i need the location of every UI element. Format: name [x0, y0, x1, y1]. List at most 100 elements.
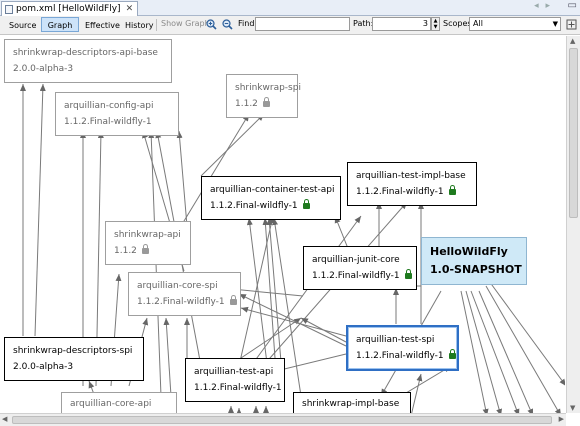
graph-node-arquillian-test-api[interactable]: arquillian-test-api 1.1.2.Final-wildfly-…	[185, 358, 285, 402]
lock-icon	[448, 349, 456, 359]
edge	[460, 290, 489, 413]
nav-arrows-icon[interactable]: ◂ ▸	[534, 1, 552, 11]
graph-node-shrinkwrap-descriptors-api-base[interactable]: shrinkwrap-descriptors-api-base 2.0.0-al…	[4, 39, 172, 83]
edge	[465, 290, 503, 413]
editor-tab-title: pom.xml [HelloWildFly]	[16, 4, 121, 14]
lock-icon	[229, 295, 237, 305]
graph-node-arquillian-core-api[interactable]: arquillian-core-api	[61, 392, 177, 413]
node-version: 2.0.0-alpha-3	[13, 64, 74, 74]
lock-icon	[404, 269, 412, 279]
restore-icon[interactable]: ▭	[567, 0, 577, 11]
scroll-up-icon[interactable]: ▲	[570, 37, 576, 45]
path-label: Path:	[353, 19, 374, 28]
node-artifact-name: shrinkwrap-spi	[235, 83, 301, 93]
path-depth-spinner[interactable]: ▲▼	[431, 17, 440, 31]
node-version: 1.1.2.Final-wildfly-1	[356, 187, 444, 197]
node-artifact-name: shrinkwrap-descriptors-spi	[13, 346, 133, 356]
node-artifact-name: arquillian-core-spi	[137, 281, 218, 291]
scopes-select[interactable]: All ▼	[469, 17, 561, 31]
scroll-down-icon[interactable]: ▼	[570, 404, 576, 412]
scroll-left-icon[interactable]: ◀	[2, 415, 8, 423]
graph-node-arquillian-test-spi[interactable]: arquillian-test-spi 1.1.2.Final-wildfly-…	[346, 325, 459, 371]
horizontal-scrollbar[interactable]: ◀ ▶	[0, 413, 566, 426]
find-input[interactable]	[255, 17, 350, 31]
vertical-scrollbar[interactable]: ▲ ▼	[566, 36, 580, 413]
node-version: 1.1.2	[235, 99, 258, 109]
node-artifact-name: arquillian-test-impl-base	[356, 171, 466, 181]
edge	[400, 365, 452, 397]
zoom-in-icon[interactable]	[206, 19, 217, 30]
scopes-label: Scopes:	[443, 19, 475, 28]
dependency-edges	[20, 83, 565, 413]
graph-node-root-project[interactable]: HelloWildFly 1.0-SNAPSHOT	[421, 237, 527, 285]
edge	[272, 217, 302, 397]
edge	[478, 290, 533, 413]
edge	[176, 130, 188, 227]
edge	[250, 215, 362, 367]
lock-icon	[262, 97, 270, 107]
node-artifact-name: arquillian-container-test-api	[210, 185, 335, 195]
node-artifact-name: arquillian-test-api	[194, 367, 274, 377]
node-version: 1.1.2.Final-wildfly-1	[64, 117, 152, 127]
node-version: 1.1.2	[114, 246, 137, 256]
graph-node-shrinkwrap-spi[interactable]: shrinkwrap-spi 1.1.2	[226, 74, 301, 118]
scroll-right-icon[interactable]: ▶	[558, 415, 564, 423]
dependency-graph-canvas[interactable]: shrinkwrap-descriptors-api-base 2.0.0-al…	[1, 36, 565, 413]
scopes-selected-value: All	[473, 19, 483, 28]
tab-history[interactable]: History	[125, 21, 154, 30]
layout-graph-icon[interactable]	[566, 19, 577, 30]
edge	[238, 293, 347, 347]
node-version: 1.1.2.Final-wildfly-1	[312, 271, 400, 281]
node-artifact-name: shrinkwrap-api	[114, 230, 181, 240]
editor-tab-pom[interactable]: pom.xml [HelloWildFly] ✕	[1, 1, 139, 16]
graph-node-arquillian-test-impl-base[interactable]: arquillian-test-impl-base 1.1.2.Final-wi…	[347, 162, 477, 206]
lock-icon	[302, 199, 310, 209]
graph-node-arquillian-config-api[interactable]: arquillian-config-api 1.1.2.Final-wildfl…	[55, 92, 179, 136]
node-artifact-name: arquillian-core-api	[70, 399, 152, 409]
node-artifact-name: arquillian-config-api	[64, 101, 154, 111]
edge	[180, 113, 250, 227]
graph-node-shrinkwrap-descriptors-spi[interactable]: shrinkwrap-descriptors-spi 2.0.0-alpha-3	[4, 337, 144, 381]
node-artifact-name: shrinkwrap-descriptors-api-base	[13, 48, 158, 58]
graph-node-shrinkwrap-api[interactable]: shrinkwrap-api 1.1.2	[105, 221, 191, 265]
node-version: 1.1.2.Final-wildfly-1	[210, 201, 298, 211]
edge	[470, 290, 520, 413]
graph-node-arquillian-junit-core[interactable]: arquillian-junit-core 1.1.2.Final-wildfl…	[303, 246, 417, 290]
root-artifact-name: HelloWildFly	[430, 245, 508, 258]
toolbar-separator	[156, 19, 157, 31]
node-artifact-name: arquillian-junit-core	[312, 255, 400, 265]
graph-node-shrinkwrap-impl-base[interactable]: shrinkwrap-impl-base	[293, 392, 411, 413]
path-depth-input[interactable]: 3	[372, 17, 431, 31]
node-version: 1.1.2.Final-wildfly-1	[194, 383, 282, 393]
close-icon[interactable]: ✕	[125, 4, 134, 14]
node-version: 1.1.2.Final-wildfly-1	[356, 351, 444, 361]
edge	[34, 83, 46, 337]
edge	[240, 306, 347, 337]
graph-toolbar: Source Graph Effective History Show Grap…	[0, 16, 580, 35]
edge	[411, 373, 423, 413]
tab-graph[interactable]: Graph	[41, 17, 79, 32]
xml-file-icon	[5, 4, 13, 14]
find-label: Find:	[238, 19, 258, 28]
lock-icon	[448, 185, 456, 195]
lock-icon	[141, 244, 149, 254]
edge	[488, 280, 565, 386]
tab-source[interactable]: Source	[9, 21, 37, 30]
edge	[485, 285, 561, 413]
graph-node-arquillian-container-test-api[interactable]: arquillian-container-test-api 1.1.2.Fina…	[201, 176, 341, 220]
edge	[200, 113, 265, 177]
zoom-out-icon[interactable]	[222, 19, 233, 30]
editor-tab-bar: pom.xml [HelloWildFly] ✕ ◂ ▸ ▭	[0, 0, 580, 16]
chevron-down-icon: ▼	[552, 20, 558, 28]
vertical-scroll-thumb[interactable]	[569, 48, 578, 218]
node-version: 2.0.0-alpha-3	[13, 362, 74, 372]
graph-node-arquillian-core-spi[interactable]: arquillian-core-spi 1.1.2.Final-wildfly-…	[128, 272, 241, 316]
horizontal-scroll-thumb[interactable]	[12, 416, 552, 424]
edge	[163, 317, 172, 397]
root-version: 1.0-SNAPSHOT	[430, 263, 522, 276]
tab-effective[interactable]: Effective	[85, 21, 120, 30]
node-artifact-name: shrinkwrap-impl-base	[302, 399, 400, 409]
node-version: 1.1.2.Final-wildfly-1	[137, 297, 225, 307]
edge	[300, 317, 347, 343]
show-graph-button[interactable]: Show Graph	[161, 19, 210, 28]
